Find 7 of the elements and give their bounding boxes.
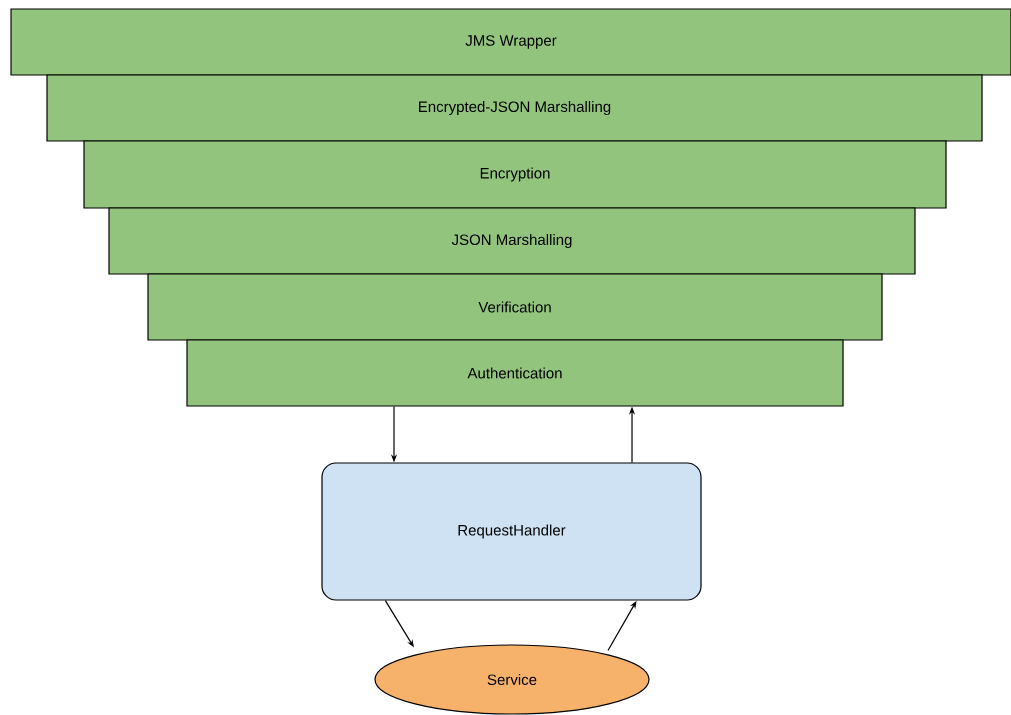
layer-box: JSON Marshalling bbox=[108, 207, 916, 275]
layer-box: Encryption bbox=[83, 140, 947, 209]
layer-box: JMS Wrapper bbox=[10, 8, 1011, 76]
layer-box: Encrypted-JSON Marshalling bbox=[46, 74, 983, 142]
layer-box: Verification bbox=[147, 273, 883, 341]
handler-box: RequestHandler bbox=[321, 462, 702, 601]
layer-box: Authentication bbox=[186, 339, 844, 407]
